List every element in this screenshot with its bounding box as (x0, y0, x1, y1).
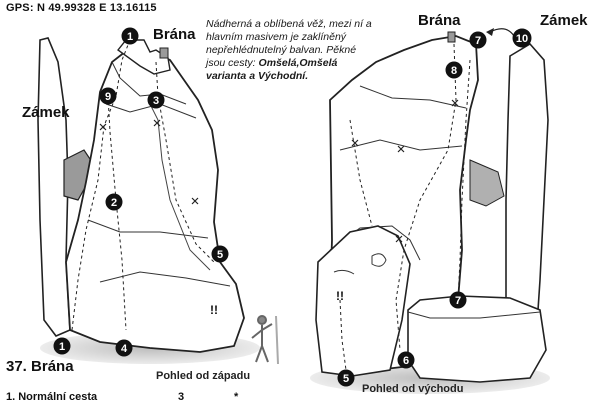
label-brana-east: Brána (418, 12, 461, 29)
east-shadow-gap (469, 159, 505, 207)
marker-9-label: 9 (105, 91, 111, 103)
description-text: Nádherná a oblíbená věž, mezi ní a hlavn… (206, 18, 372, 69)
page-title: 37. Brána (6, 358, 74, 375)
marker-1-bottom[interactable]: 1 (53, 337, 71, 355)
marker-7-top-label: 7 (475, 35, 481, 47)
route-grade: 3 (178, 391, 185, 403)
west-route-3 (155, 61, 215, 263)
marker-1-bottom-label: 1 (59, 341, 65, 353)
marker-7-bottom[interactable]: 7 (449, 291, 467, 309)
east-lower-block (315, 225, 411, 377)
caption-east-view: Pohled od východu (362, 383, 464, 395)
marker-6-label: 6 (403, 355, 409, 367)
east-view (310, 28, 550, 394)
marker-5-west-label: 5 (217, 249, 223, 261)
east-gate-boulder (447, 31, 456, 43)
marker-10-label: 10 (516, 33, 528, 45)
gps-coordinates: GPS: N 49.99328 E 13.16115 (6, 2, 157, 14)
west-belay-marks (99, 119, 199, 205)
west-main-massive (65, 47, 245, 353)
danger-mark-west: !! (210, 303, 218, 317)
label-brana-west: Brána (153, 26, 196, 43)
route-markers: 1 9 3 2 5 1 4 7 8 10 7 6 5 (53, 27, 532, 387)
description-favorites: Omšelá,Omšelá varianta a Východní. (206, 57, 338, 82)
marker-4-label: 4 (121, 343, 128, 355)
east-route-8 (395, 43, 457, 351)
marker-2-label: 2 (111, 197, 117, 209)
marker-2[interactable]: 2 (105, 193, 123, 211)
marker-10[interactable]: 10 (512, 28, 532, 48)
east-route-a (349, 119, 373, 227)
marker-8-label: 8 (451, 65, 457, 77)
marker-1-top[interactable]: 1 (121, 27, 139, 45)
marker-7-top[interactable]: 7 (469, 31, 487, 49)
east-route-5 (339, 299, 347, 371)
caption-west-view: Pohled od západu (156, 370, 251, 382)
marker-1-top-label: 1 (127, 31, 133, 43)
label-zamek-west: Zámek (22, 104, 70, 121)
climber-figure (251, 315, 279, 365)
east-arrow-head (486, 28, 494, 36)
marker-5-west[interactable]: 5 (211, 245, 229, 263)
marker-6[interactable]: 6 (397, 351, 415, 369)
east-belay-marks (351, 99, 459, 243)
route-name: 1. Normální cesta (6, 391, 98, 403)
east-route-7 (457, 59, 471, 301)
marker-5-east[interactable]: 5 (337, 369, 355, 387)
marker-4[interactable]: 4 (115, 339, 133, 357)
marker-9[interactable]: 9 (99, 87, 117, 105)
route-stars: * (234, 391, 239, 403)
marker-7-bottom-label: 7 (455, 295, 461, 307)
tower-description: Nádherná a oblíbená věž, mezi ní a hlavn… (206, 18, 376, 83)
east-boulder (407, 295, 547, 383)
danger-mark-east: !! (336, 289, 344, 303)
west-gate-boulder (159, 47, 169, 59)
east-arrow-curve (489, 28, 515, 37)
marker-5-east-label: 5 (343, 373, 349, 385)
marker-3[interactable]: 3 (147, 91, 165, 109)
marker-3-label: 3 (153, 95, 159, 107)
west-view (37, 37, 279, 365)
label-zamek-east: Zámek (540, 12, 588, 29)
west-crack (149, 103, 211, 271)
marker-8[interactable]: 8 (445, 61, 463, 79)
west-rock-lines (87, 61, 231, 287)
east-holes (333, 253, 387, 275)
east-boulder-edge (407, 311, 541, 319)
